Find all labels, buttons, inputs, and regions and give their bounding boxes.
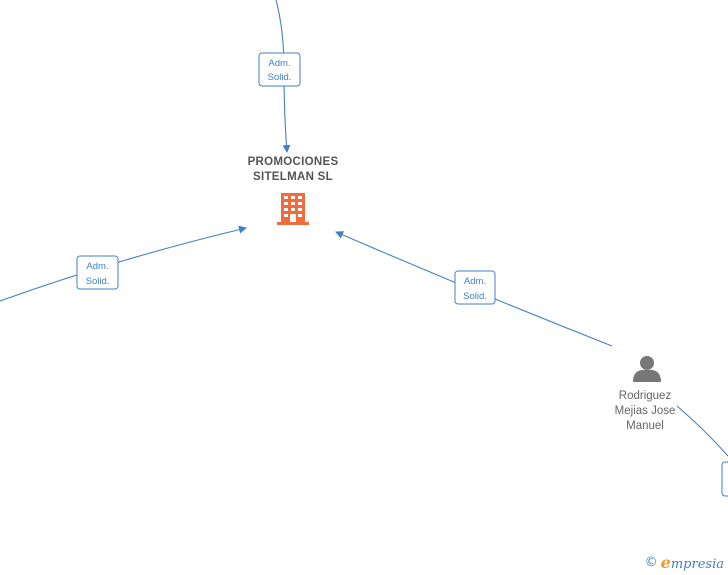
company-name[interactable]: PROMOCIONES SITELMAN SL (218, 155, 368, 185)
person-icon[interactable] (633, 356, 661, 382)
relation-line1: Adm. (268, 58, 290, 69)
person-name[interactable]: Rodriguez Mejias Jose Manuel (595, 389, 695, 434)
edge-person-outgoing (676, 405, 728, 457)
person-name-line3: Manuel (626, 420, 664, 432)
relation-label-top[interactable]: Adm. Solid. (258, 52, 301, 87)
company-name-line1: PROMOCIONES (247, 156, 339, 168)
relation-line2: Solid. (463, 291, 487, 302)
person-name-line2: Mejias Jose (614, 405, 676, 417)
relation-label-right[interactable]: Adm. Solid. (454, 270, 496, 305)
relation-line1: Adm. (86, 261, 108, 272)
copyright-icon: © (644, 555, 658, 570)
relation-line2: Solid. (268, 72, 292, 83)
brand-name: empresia (660, 553, 724, 572)
relation-line1: Adm. (464, 276, 486, 287)
relation-label-left[interactable]: Adm. Solid. (76, 255, 119, 290)
relation-line2: Solid. (86, 276, 110, 287)
person-name-line1: Rodriguez (618, 390, 672, 402)
empresia-logo[interactable]: © empresia (645, 553, 724, 572)
edge-left (0, 225, 247, 302)
offscreen-node[interactable] (721, 461, 728, 497)
building-icon[interactable] (277, 193, 309, 225)
company-name-line2: SITELMAN SL (253, 171, 333, 183)
